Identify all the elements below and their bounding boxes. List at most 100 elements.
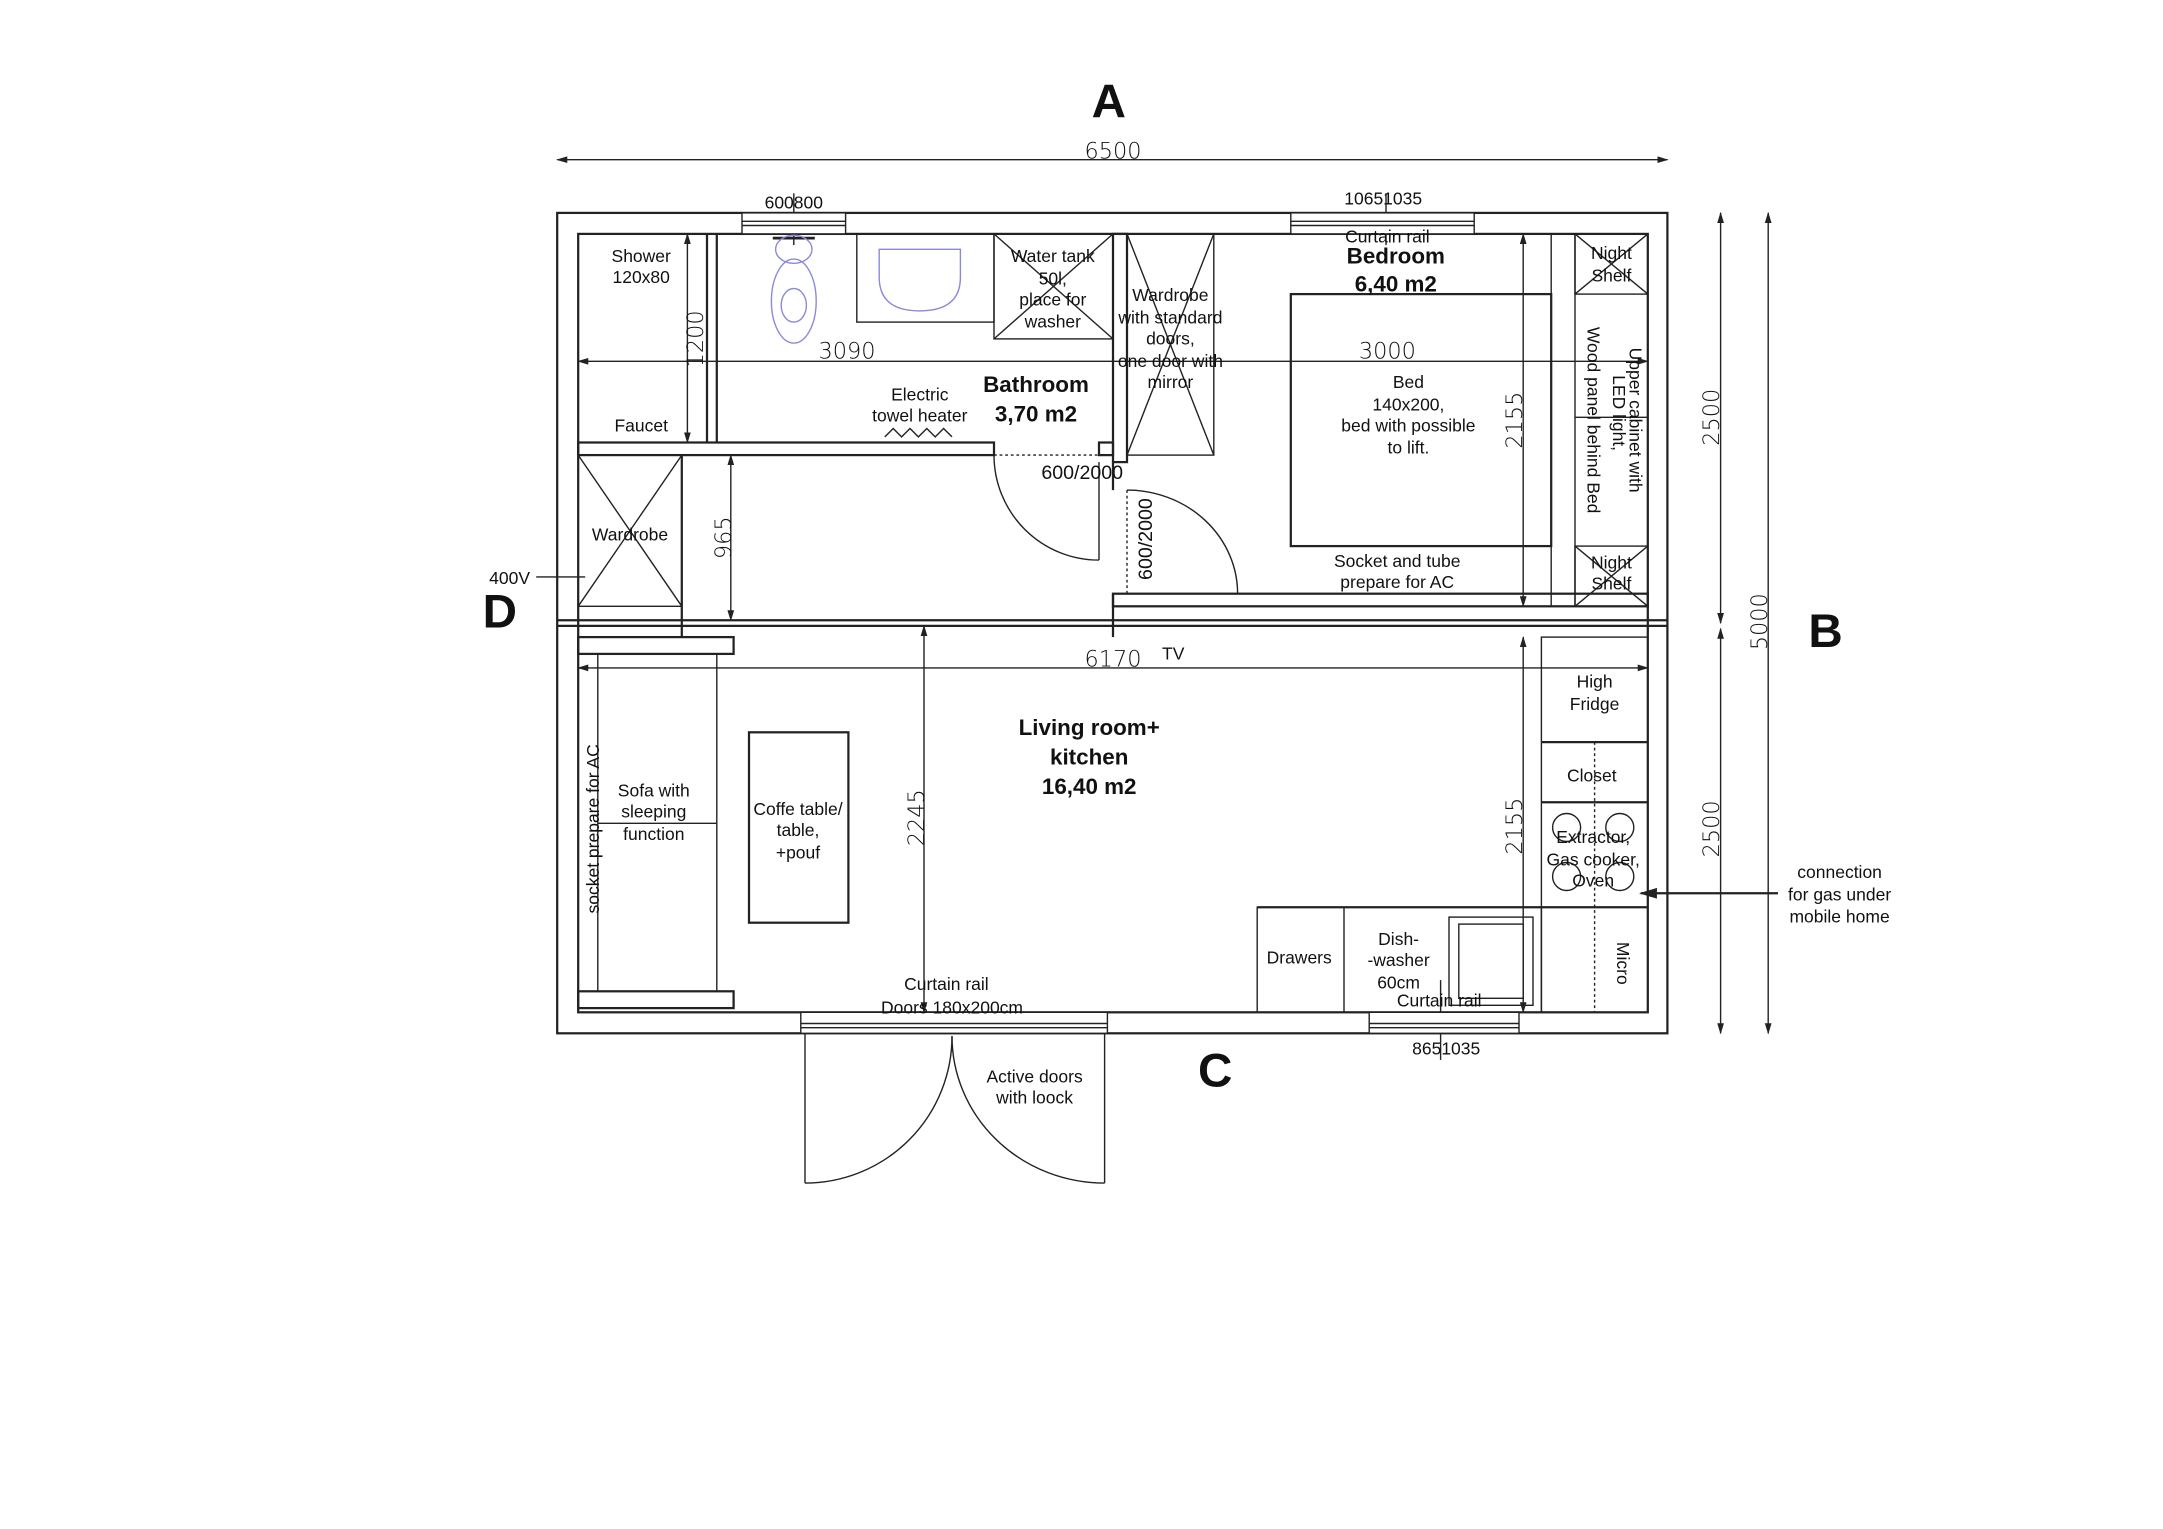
micro-label: Micro	[1613, 942, 1633, 985]
hall-wardrobe-label: Wardrobe	[592, 525, 668, 545]
doors-size-label: Doors 180x200cm	[881, 998, 1023, 1018]
socket-ac-label: socket prepare for AC	[583, 744, 603, 913]
towel-heater-label: Electric	[891, 385, 949, 405]
wardrobe-bed-label-3: doors,	[1146, 329, 1195, 349]
faucet-label: Faucet	[614, 415, 668, 435]
side-label-a: A	[1092, 76, 1126, 129]
night-shelf-bottom-label: Night	[1591, 553, 1632, 573]
bedroom-name: Bedroom	[1347, 243, 1445, 268]
shower-size: 120x80	[612, 267, 670, 287]
water-tank-label-4: washer	[1024, 312, 1082, 332]
bed-label-4: to lift.	[1387, 438, 1429, 458]
night-shelf-boxes	[1574, 233, 1649, 607]
dim-shower-depth: 1200	[683, 310, 709, 367]
kitchen-units	[1256, 636, 1649, 1013]
cooker-label-3: Oven	[1572, 870, 1614, 890]
hall-wardrobe-box	[577, 454, 683, 607]
bath-door-dim: 600/2000	[1041, 462, 1123, 484]
doors	[804, 455, 1239, 1184]
gas-connection-label: connection	[1797, 862, 1882, 882]
gas-connection-label-2: for gas under	[1788, 884, 1891, 904]
toilet-icon	[770, 234, 817, 344]
windows	[741, 212, 1520, 1034]
sink-icon	[878, 248, 962, 312]
coffee-table-label-3: +pouf	[776, 842, 820, 862]
coffee-table-outline	[747, 731, 850, 924]
active-doors-label: Active doors	[986, 1066, 1083, 1086]
bathroom-area: 3,70 m2	[995, 402, 1077, 427]
bathroom-name: Bathroom	[983, 372, 1089, 397]
side-label-c: C	[1198, 1045, 1232, 1098]
bedroom-wardrobe-box	[1126, 233, 1215, 456]
dim-bedroom-width: 3000	[1359, 339, 1416, 365]
upper-cabinet-label: Upper cabinet with	[1626, 348, 1646, 493]
bed-door-dim: 600/2000	[1135, 498, 1157, 580]
dim-living-depth: 2245	[904, 789, 930, 846]
dishwasher-label: Dish-	[1378, 929, 1419, 949]
water-tank-label-2: 50l,	[1039, 268, 1067, 288]
dim-living-width: 6170	[1085, 647, 1142, 673]
cooker-label: Extractor,	[1556, 827, 1630, 847]
fridge-label-2: Fridge	[1570, 694, 1620, 714]
water-tank-box	[993, 233, 1114, 340]
dishwasher-label-2: -washer	[1367, 950, 1429, 970]
side-label-b: B	[1808, 605, 1842, 658]
coffee-table-label: Coffe table/	[753, 799, 842, 819]
wardrobe-bed-label-4: one door with	[1118, 351, 1223, 371]
gas-connection-label-3: mobile home	[1789, 907, 1889, 927]
sofa-outline	[577, 635, 735, 1010]
sink-counter	[856, 233, 995, 323]
dim-hall-depth: 965	[711, 516, 737, 559]
coffee-table-label-2: table,	[777, 820, 820, 840]
bed-label-2: 140x200,	[1372, 394, 1444, 414]
tv-label: TV	[1162, 644, 1185, 664]
sofa-label-3: function	[623, 824, 684, 844]
towel-heater-icon	[884, 427, 953, 438]
cooker-label-2: Gas cooker,	[1547, 849, 1640, 869]
side-label-d: D	[483, 585, 517, 638]
dishwasher-label-3: 60cm	[1377, 973, 1420, 993]
fridge-label: High	[1577, 672, 1613, 692]
bedroom-area: 6,40 m2	[1355, 271, 1437, 296]
dim-half-depth-bottom: 2500	[1699, 800, 1725, 857]
drawers-label: Drawers	[1267, 947, 1332, 967]
socket-tube-label-2: prepare for AC	[1340, 572, 1454, 592]
wardrobe-bed-label-5: mirror	[1148, 372, 1194, 392]
dim-kitchen-depth: 2155	[1502, 798, 1528, 855]
wardrobe-bed-label: Wardrobe	[1132, 285, 1208, 305]
wood-panel-label: Wood panel behind Bed	[1584, 327, 1604, 513]
night-shelf-bottom-label-2: Shelf	[1591, 574, 1631, 594]
sofa-label: Sofa with	[618, 781, 690, 801]
dim-window-bath: 600800	[765, 193, 824, 213]
dim-bathroom-width: 3090	[819, 339, 876, 365]
dim-half-depth-top: 2500	[1699, 389, 1725, 446]
fixture-labels: Shower 120x80 Faucet Electric towel heat…	[489, 226, 1891, 1107]
living-area: 16,40 m2	[1042, 774, 1137, 799]
bed-label: Bed	[1393, 372, 1424, 392]
wardrobe-bed-label-2: with standard	[1117, 308, 1222, 328]
towel-heater-label-2: towel heater	[872, 406, 968, 426]
shower-label: Shower	[612, 246, 672, 266]
sofa-label-2: sleeping	[621, 802, 686, 822]
voltage-label: 400V	[489, 568, 530, 588]
bed-panel	[1550, 233, 1648, 607]
upper-cabinet-label-2: LED light,	[1609, 375, 1629, 451]
dim-window-kitchen: 8651035	[1412, 1038, 1480, 1058]
water-tank-label: Water tank	[1011, 246, 1095, 266]
dim-window-bed: 10651035	[1344, 189, 1422, 209]
dim-bedroom-depth: 2155	[1502, 392, 1528, 449]
curtain-rail-living-label: Curtain rail	[904, 974, 989, 994]
socket-tube-label: Socket and tube	[1334, 551, 1460, 571]
curtain-rail-bed-label: Curtain rail	[1345, 226, 1430, 246]
water-tank-label-3: place for	[1019, 289, 1086, 309]
night-shelf-top-label-2: Shelf	[1591, 266, 1631, 286]
living-name-1: Living room+	[1019, 715, 1160, 740]
dim-total-width: 6500	[1085, 138, 1142, 164]
bed-label-3: bed with possible	[1341, 415, 1475, 435]
dim-total-depth: 5000	[1747, 593, 1773, 650]
closet-label: Closet	[1567, 765, 1617, 785]
curtain-rail-kitchen-label: Curtain rail	[1397, 991, 1482, 1011]
living-name-2: kitchen	[1050, 745, 1128, 770]
night-shelf-top-label: Night	[1591, 243, 1632, 263]
